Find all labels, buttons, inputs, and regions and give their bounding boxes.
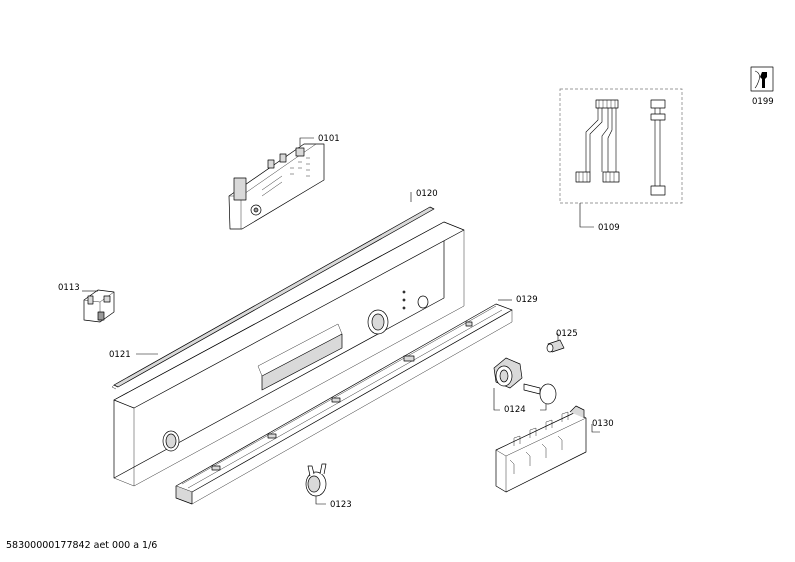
part-0120-control-panel [113,221,465,487]
part-0125-button-cap [546,339,565,353]
callout-0123: 0123 [330,500,352,510]
part-0124-knob [493,357,523,389]
part-0123-clip [305,463,327,497]
document-id: 58300000177842 aet 000 a 1/6 [6,540,158,551]
callout-0124: 0124 [504,405,526,415]
callout-0125: 0125 [556,329,578,339]
callout-0199: 0199 [752,97,774,107]
callout-0113: 0113 [58,283,80,293]
callout-0130: 0130 [592,419,614,429]
part-0113-bracket [83,289,115,323]
part-0101-control-module [228,143,325,230]
service-wrench-icon [750,66,774,92]
part-0109-wiring-harness [559,88,683,204]
part-0129-frame-profile [175,303,513,505]
part-0124-knob-shaft [523,383,557,405]
callout-0129: 0129 [516,295,538,305]
callout-0120: 0120 [416,189,438,199]
part-0121-sealing-strip [111,206,435,390]
callout-0109: 0109 [598,223,620,233]
callout-0101: 0101 [318,134,340,144]
callout-0121: 0121 [109,350,131,360]
part-0130-holder [495,405,587,493]
